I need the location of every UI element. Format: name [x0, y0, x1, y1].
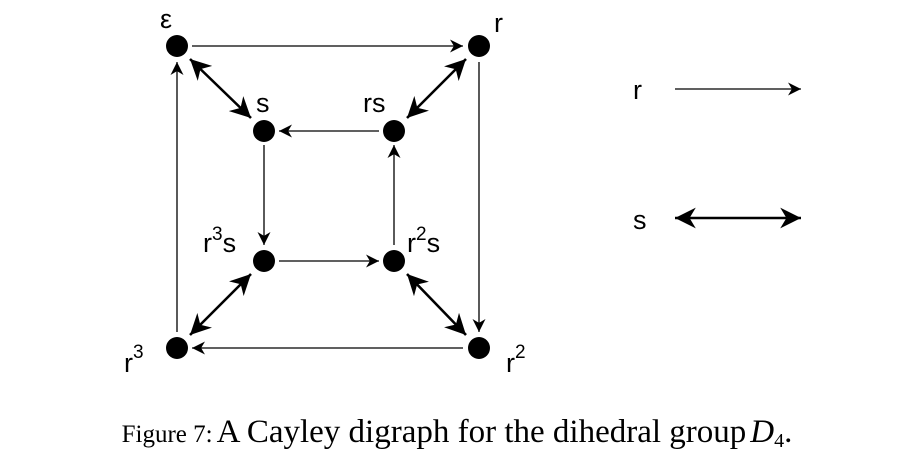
- legend-r-label: r: [633, 75, 642, 105]
- label-r2s: r2s: [407, 224, 440, 258]
- node-r2: [468, 337, 490, 359]
- caption-group-symbol: D: [750, 414, 775, 450]
- node-e: [166, 35, 188, 57]
- node-r2s: [383, 250, 405, 272]
- legend: r s: [633, 75, 801, 235]
- label-s: s: [256, 88, 270, 118]
- label-r3s: r3s: [203, 224, 236, 258]
- caption-group-subscript: 4: [774, 430, 785, 452]
- edge-r-rs: [406, 58, 467, 119]
- label-rs: rs: [363, 88, 386, 118]
- caption-prefix: Figure 7:: [121, 421, 213, 448]
- edge-r2-r2s: [406, 273, 467, 336]
- caption-text: A Cayley digraph for the dihedral group: [216, 414, 747, 450]
- cayley-digraph: ε r s rs r3s r2s r3 r2 r s: [124, 4, 801, 378]
- figure-caption: Figure 7: A Cayley digraph for the dihed…: [0, 414, 914, 453]
- node-s: [253, 120, 275, 142]
- label-r: r: [494, 8, 503, 38]
- node-rs: [383, 120, 405, 142]
- node-r3s: [253, 250, 275, 272]
- caption-period: .: [784, 414, 793, 450]
- edge-r3-r3s: [189, 273, 252, 336]
- label-e: ε: [160, 4, 172, 34]
- edge-e-s: [189, 58, 252, 119]
- legend-s-label: s: [633, 205, 647, 235]
- node-r: [468, 35, 490, 57]
- label-r3: r3: [124, 342, 144, 378]
- label-r2: r2: [506, 342, 526, 378]
- node-r3: [166, 337, 188, 359]
